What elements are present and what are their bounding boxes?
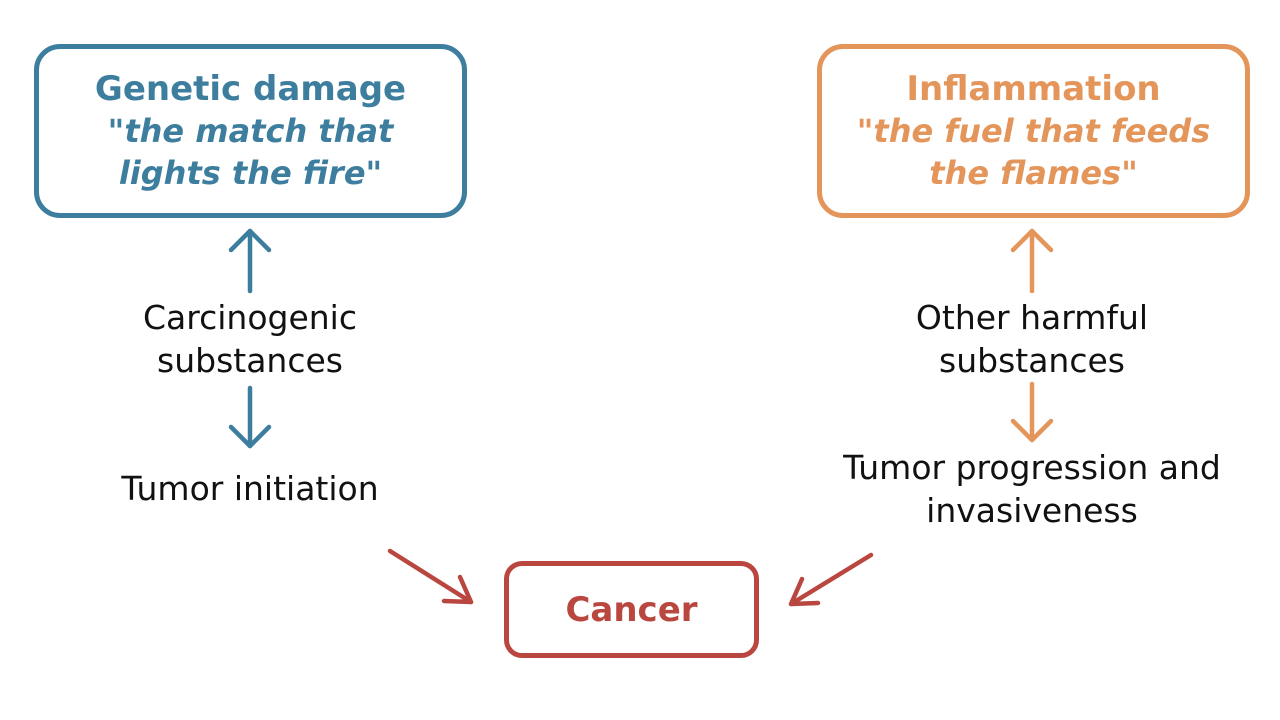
other-harmful-substances-label: Other harmful substances	[915, 298, 1149, 380]
tumor-progression-label: Tumor progression and invasiveness	[843, 448, 1221, 530]
arrow-to-cancer-left	[387, 548, 474, 605]
inflammation-box: Inflammation "the fuel that feeds the fl…	[817, 44, 1250, 218]
cancer-box: Cancer	[504, 561, 759, 658]
genetic-damage-box: Genetic damage "the match that lights th…	[34, 44, 467, 218]
inflammation-quote: "the fuel that feeds the flames"	[856, 112, 1211, 192]
tumor-initiation-label: Tumor initiation	[121, 469, 379, 508]
carcinogenic-substances-label: Carcinogenic substances	[142, 298, 357, 380]
arrow-down-orange	[1010, 381, 1054, 443]
inflammation-title: Inflammation	[906, 69, 1161, 109]
arrow-to-cancer-right	[788, 552, 874, 607]
genetic-damage-title: Genetic damage	[94, 69, 407, 109]
cancer-label: Cancer	[565, 589, 698, 630]
arrow-up-blue	[228, 228, 272, 294]
arrow-down-blue	[228, 385, 272, 449]
genetic-damage-quote: "the match that lights the fire"	[107, 112, 394, 192]
arrow-up-orange	[1010, 228, 1054, 294]
